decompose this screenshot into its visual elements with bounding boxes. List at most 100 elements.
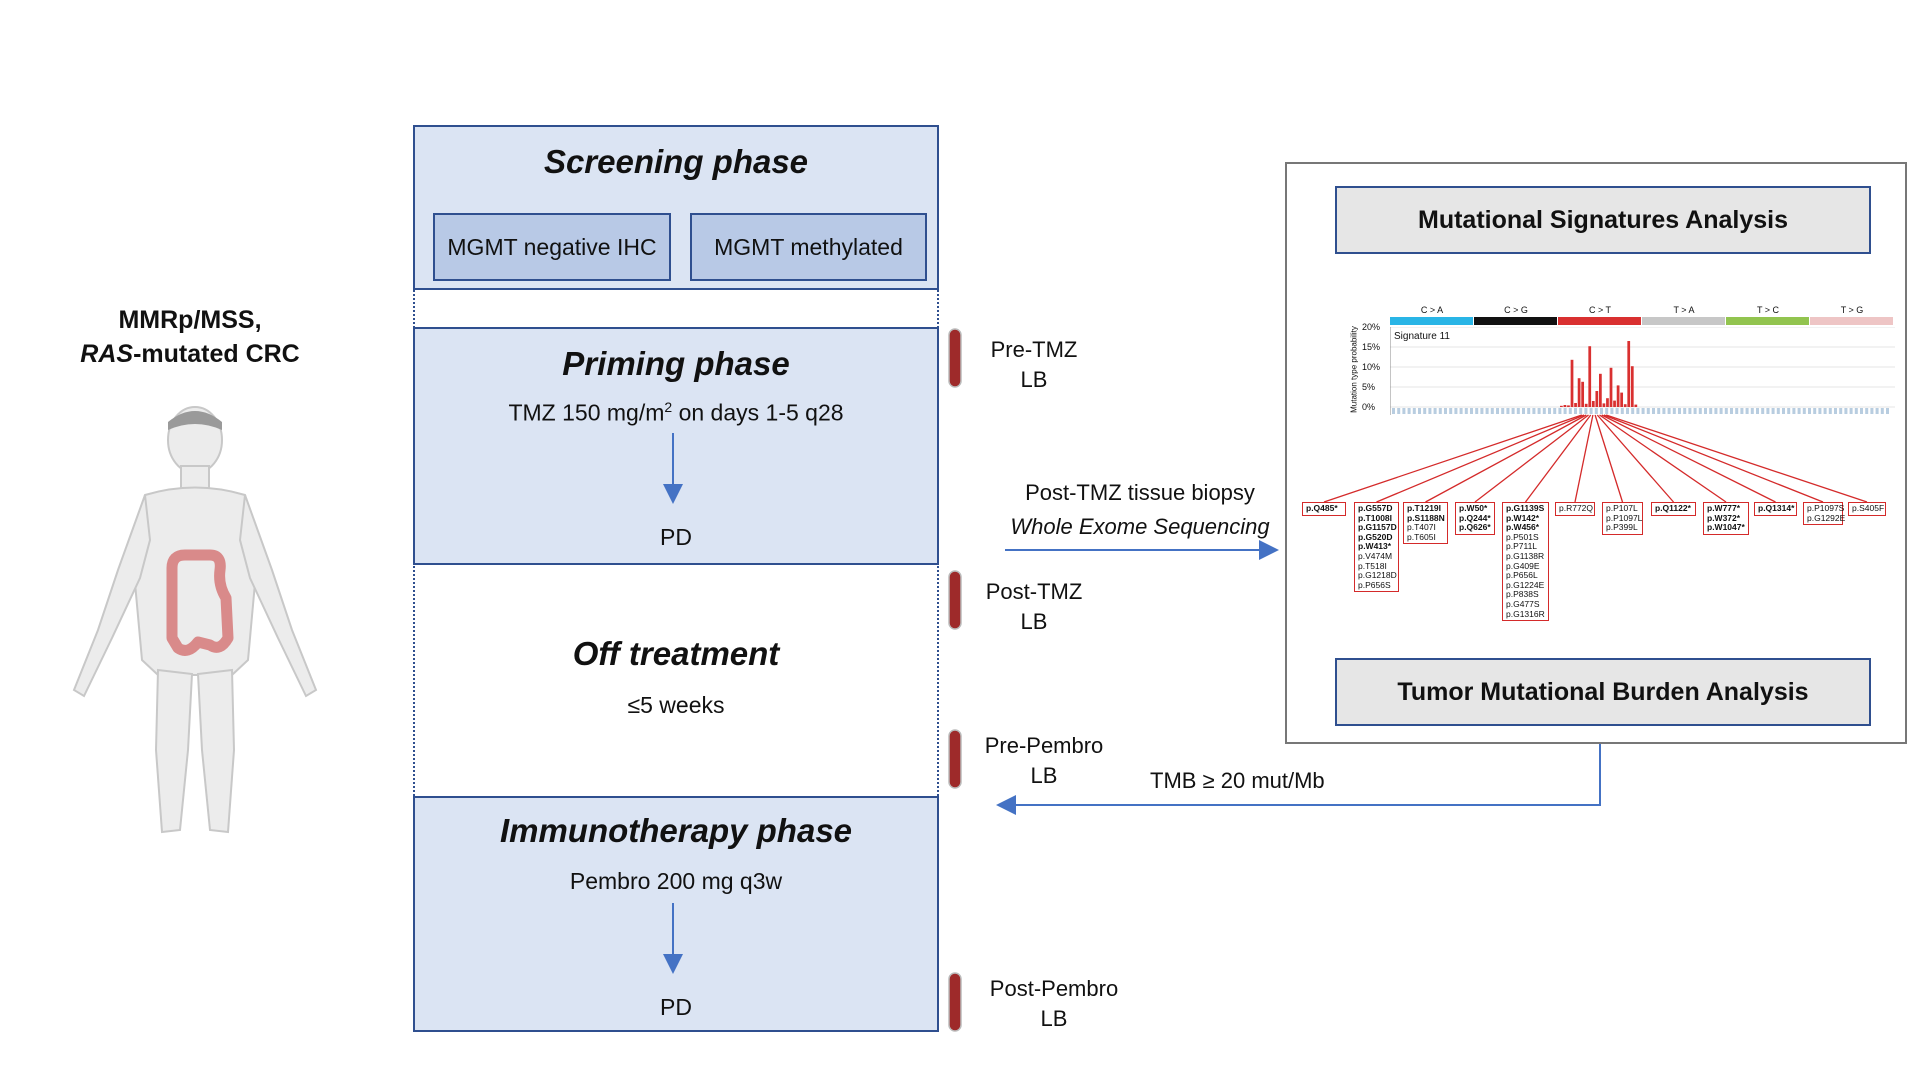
signature-baseline-tick <box>1501 408 1505 414</box>
signature-baseline-tick <box>1438 408 1442 414</box>
signature-ytick-label: 10% <box>1362 362 1381 372</box>
patient-line-1: MMRp/MSS, <box>118 306 262 334</box>
signature-baseline-tick <box>1615 408 1619 414</box>
mutation-label: p.V474M <box>1358 550 1393 561</box>
signature-baseline-tick <box>1584 408 1588 414</box>
mutation-label: p.P1097S <box>1807 503 1845 513</box>
mutation-label-bold: p.G1157D <box>1358 522 1397 533</box>
biopsy-line-1: Post-TMZ tissue biopsy <box>1025 480 1255 505</box>
blood-tube-icons <box>948 328 962 1032</box>
signature-baseline-tick <box>1761 408 1765 414</box>
screening-phase-title: Screening phase <box>543 143 809 180</box>
signature-baseline-tick <box>1522 408 1525 414</box>
mutation-label-bold: p.Q1314* <box>1758 503 1795 513</box>
mutation-label: p.T407I <box>1407 522 1436 533</box>
signature-baseline-tick <box>1464 408 1468 414</box>
signature-baseline-tick <box>1813 408 1817 414</box>
priming-outcome-pd: PD <box>660 524 692 550</box>
signature-baseline-tick <box>1672 408 1676 414</box>
mutation-label: p.G1138R <box>1506 550 1545 561</box>
mutation-label-bold: p.W142* <box>1506 512 1540 523</box>
signature-baseline-tick <box>1407 408 1411 414</box>
signature-baseline-tick <box>1709 408 1713 414</box>
signature-baseline-tick <box>1449 408 1453 414</box>
signature-baseline-tick <box>1652 408 1655 414</box>
mutation-label-bold: p.G520D <box>1358 531 1393 542</box>
signature-baseline-tick <box>1745 408 1749 414</box>
mutation-fan-line <box>1376 414 1585 503</box>
signature-baseline-tick <box>1771 408 1775 414</box>
mutation-fan-line <box>1323 414 1583 503</box>
mutation-box: p.S405F <box>1848 502 1886 516</box>
signature-baseline-tick <box>1870 408 1874 414</box>
signature-baseline-tick <box>1548 408 1551 414</box>
off-treatment-duration: ≤5 weeks <box>627 692 725 718</box>
signature-baseline-tick <box>1626 408 1629 414</box>
signature-name: Signature 11 <box>1394 331 1450 342</box>
signature-baseline-tick <box>1402 408 1406 414</box>
signature-baseline-tick <box>1496 408 1499 414</box>
signature-category-band <box>1642 317 1725 325</box>
signature-bar <box>1595 391 1599 407</box>
signature-bar <box>1567 405 1570 407</box>
biopsy-line-2: Whole Exome Sequencing <box>1010 514 1270 539</box>
signature-baseline-tick <box>1865 408 1869 414</box>
signature-baseline-tick <box>1620 408 1624 414</box>
signature-baseline-tick <box>1678 408 1681 414</box>
signature-baseline-tick <box>1730 408 1733 414</box>
mutation-box: p.R772Q <box>1555 502 1595 516</box>
mutation-label: p.G409E <box>1506 560 1540 571</box>
signature-bar <box>1616 385 1620 407</box>
signature-bar-chart <box>1390 327 1895 415</box>
signature-bar <box>1588 346 1592 407</box>
signature-bar <box>1613 400 1616 407</box>
tmb-return-arrow <box>996 743 1601 815</box>
signature-baseline-tick <box>1418 408 1421 414</box>
signature-baseline-tick <box>1511 408 1515 414</box>
signature-baseline-tick <box>1610 408 1614 414</box>
mutation-label: p.P838S <box>1506 589 1539 600</box>
signature-baseline-tick <box>1860 408 1863 414</box>
mutation-label: p.P107L <box>1606 503 1638 513</box>
mutation-label-bold: p.W413* <box>1358 541 1392 552</box>
signature-bar <box>1606 398 1609 407</box>
signature-baseline-tick <box>1459 408 1463 414</box>
signature-baseline-tick <box>1527 408 1531 414</box>
signature-baseline-tick <box>1776 408 1780 414</box>
mutation-box: p.Q1314* <box>1754 502 1797 516</box>
signature-baseline-tick <box>1714 408 1718 414</box>
mgmt-methylated-box: MGMT methylated <box>690 213 927 281</box>
signature-baseline-tick <box>1834 408 1837 414</box>
blood-tube-icon <box>948 328 962 388</box>
signature-baseline-tick <box>1646 408 1650 414</box>
signature-baseline-tick <box>1454 408 1458 414</box>
mutation-fan-line <box>1474 414 1589 503</box>
mutation-label-bold: p.G557D <box>1358 503 1393 513</box>
blood-tube-icon <box>948 570 962 630</box>
signature-baseline-tick <box>1693 408 1697 414</box>
signature-baseline-tick <box>1490 408 1494 414</box>
signature-baseline-tick <box>1808 408 1811 414</box>
signature-ytick-label: 15% <box>1362 342 1381 352</box>
mutation-fan-line <box>1425 414 1587 503</box>
signature-baseline-tick <box>1532 408 1536 414</box>
signature-baseline-tick <box>1688 408 1692 414</box>
signature-ytick-label: 0% <box>1362 402 1376 412</box>
signature-bar <box>1577 378 1581 407</box>
signature-baseline-tick <box>1558 408 1562 414</box>
signature-bar <box>1627 341 1631 407</box>
patient-line-2: RAS-mutated CRC <box>80 340 300 368</box>
signature-bar <box>1581 381 1585 407</box>
signature-baseline-tick <box>1516 408 1520 414</box>
signature-baseline-tick <box>1480 408 1484 414</box>
signature-baseline-tick <box>1719 408 1723 414</box>
signature-category-band <box>1810 317 1893 325</box>
